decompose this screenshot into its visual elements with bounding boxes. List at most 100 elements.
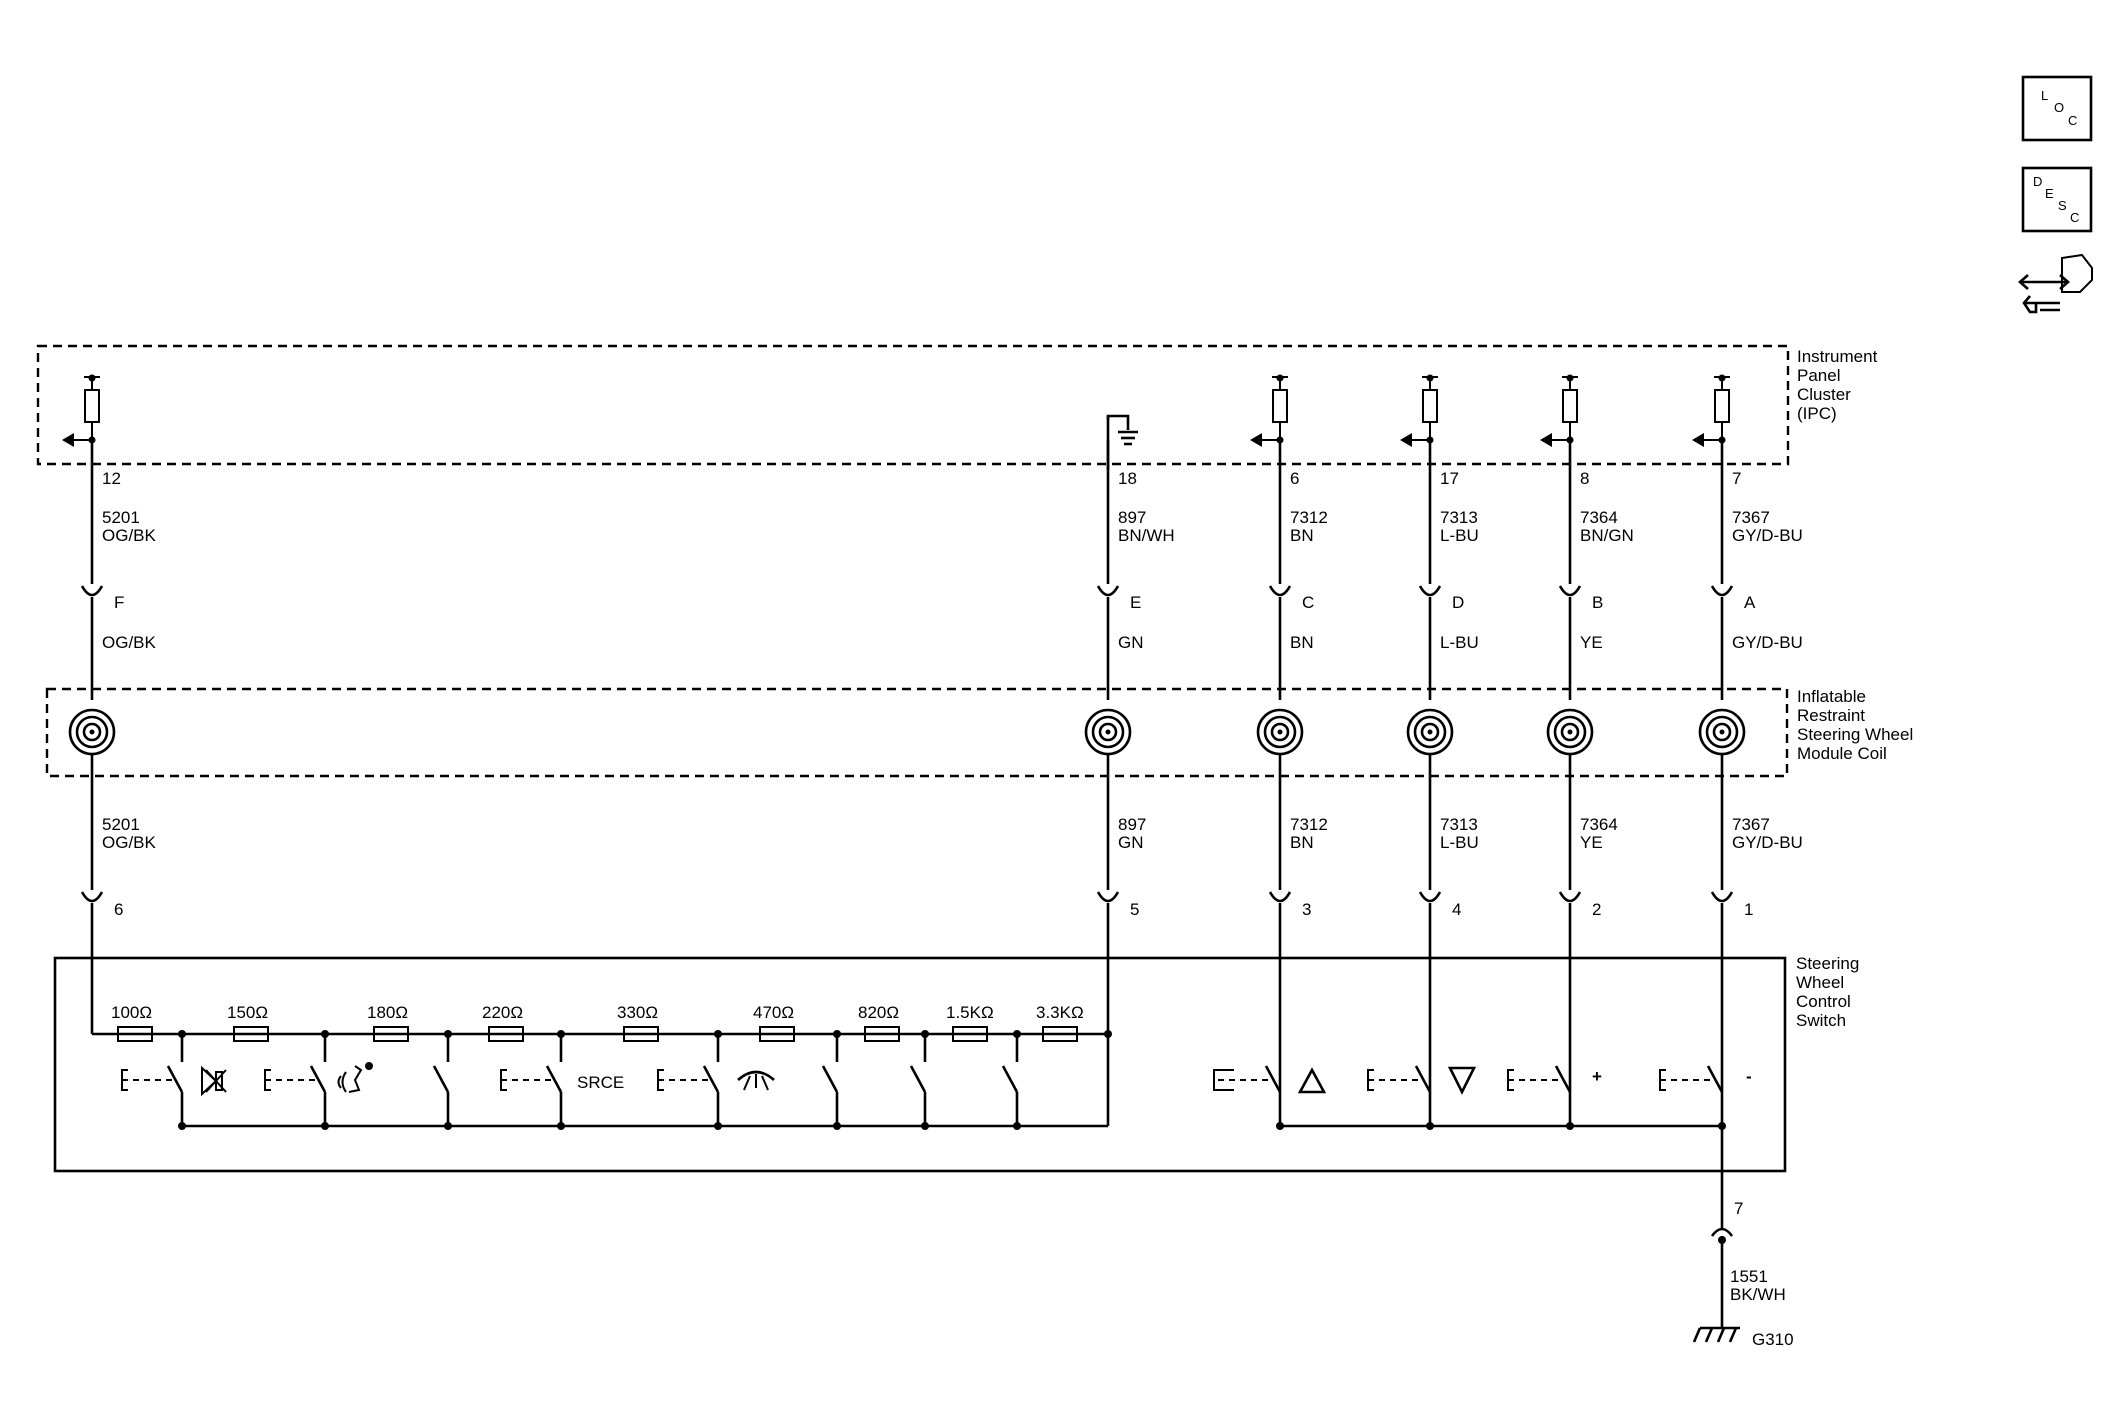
lower-circuit-number: 897 bbox=[1118, 815, 1146, 834]
ipc-label: Instrument Panel Cluster (IPC) bbox=[1797, 347, 1882, 423]
mute-icon bbox=[201, 1065, 227, 1097]
actuator-bracket bbox=[1213, 1069, 1234, 1091]
lower-circuit-color: L-BU bbox=[1440, 833, 1479, 852]
cruise-switch-3: + bbox=[1507, 1065, 1602, 1130]
junction-node bbox=[921, 1122, 929, 1130]
upper-circuit-number: 7367 bbox=[1732, 508, 1770, 527]
resistor-value: 820Ω bbox=[858, 1003, 899, 1022]
plus-label: + bbox=[1592, 1067, 1602, 1086]
upper-circuit-number: 897 bbox=[1118, 508, 1146, 527]
lower-circuit-number: 7313 bbox=[1440, 815, 1478, 834]
connector-color-label: YE bbox=[1580, 633, 1603, 652]
ipc-boundary bbox=[36, 344, 1790, 466]
switch-label: Steering Wheel Control Switch bbox=[1796, 954, 1864, 1030]
switch-pin-label: 3 bbox=[1302, 900, 1311, 919]
inline-connector-icon bbox=[80, 891, 104, 903]
arrow-left-icon bbox=[62, 433, 74, 447]
connector-pin-label: C bbox=[1302, 593, 1314, 612]
inline-connector-icon bbox=[1558, 891, 1582, 903]
inline-connector-icon bbox=[1268, 585, 1292, 597]
ipc-pin-label: 6 bbox=[1290, 469, 1299, 488]
resistor-value: 100Ω bbox=[111, 1003, 152, 1022]
connector-pin-label: F bbox=[114, 593, 124, 612]
inline-connector-icon bbox=[1418, 891, 1442, 903]
resistor-5 bbox=[623, 1026, 659, 1042]
source-label: SRCE bbox=[577, 1073, 624, 1092]
lower-circuit-color: OG/BK bbox=[102, 833, 157, 852]
junction-node bbox=[833, 1122, 841, 1130]
switch-contact bbox=[309, 1065, 327, 1093]
switch-contact bbox=[1001, 1065, 1019, 1093]
ladder-switch-1 bbox=[121, 1034, 227, 1130]
resistor-1 bbox=[117, 1026, 153, 1042]
switch-contact bbox=[1706, 1065, 1724, 1093]
connector-color-label: GY/D-BU bbox=[1732, 633, 1803, 652]
ipc-pin-label: 17 bbox=[1440, 469, 1459, 488]
switch-contact bbox=[432, 1065, 450, 1093]
connector-color-label: BN bbox=[1290, 633, 1314, 652]
pullup-resistor-icon bbox=[1272, 389, 1288, 423]
ipc-pin-label: 7 bbox=[1732, 469, 1741, 488]
lower-circuit-color: GN bbox=[1118, 833, 1144, 852]
clockspring-coil-icon bbox=[1546, 708, 1594, 756]
ladder-switch-8 bbox=[1001, 1034, 1021, 1130]
svg-text:C: C bbox=[2068, 113, 2077, 128]
upper-circuit-color: GY/D-BU bbox=[1732, 526, 1803, 545]
junction-node bbox=[178, 1122, 186, 1130]
cruise-switch-group: +- bbox=[1213, 1065, 1752, 1130]
svg-text:E: E bbox=[2045, 186, 2054, 201]
upper-circuit-number: 7364 bbox=[1580, 508, 1618, 527]
junction-node bbox=[714, 1122, 722, 1130]
resistor-6 bbox=[759, 1026, 795, 1042]
connector-end-view-icon[interactable] bbox=[2018, 253, 2093, 314]
resistor-4 bbox=[488, 1026, 524, 1042]
resistor-7 bbox=[864, 1026, 900, 1042]
location-button[interactable]: L O C bbox=[2021, 75, 2093, 142]
ladder-switch-6 bbox=[821, 1034, 841, 1130]
lower-circuit-number: 7367 bbox=[1732, 815, 1770, 834]
switch-pin-label: 1 bbox=[1744, 900, 1753, 919]
resistor-8 bbox=[952, 1026, 988, 1042]
inline-connector-icon bbox=[1096, 585, 1120, 597]
resistor-value: 150Ω bbox=[227, 1003, 268, 1022]
resistor-9 bbox=[1042, 1026, 1078, 1042]
junction-node bbox=[321, 1122, 329, 1130]
description-button[interactable]: D E S C bbox=[2021, 166, 2093, 233]
switch-pin-label: 2 bbox=[1592, 900, 1601, 919]
ladder-switch-5 bbox=[657, 1034, 775, 1130]
connector-color-label: OG/BK bbox=[102, 633, 157, 652]
svg-text:L: L bbox=[2041, 88, 2048, 103]
ground-label: G310 bbox=[1752, 1330, 1794, 1349]
switch-contact bbox=[702, 1065, 720, 1093]
clockspring-coil-icon bbox=[1084, 708, 1132, 756]
cruise-switch-4: - bbox=[1659, 1065, 1752, 1093]
junction-node bbox=[1276, 1122, 1284, 1130]
inline-connector-icon bbox=[1558, 585, 1582, 597]
pullup-resistor-icon bbox=[1562, 389, 1578, 423]
connector-color-label: GN bbox=[1118, 633, 1144, 652]
resistor-value: 470Ω bbox=[753, 1003, 794, 1022]
upper-circuit-color: L-BU bbox=[1440, 526, 1479, 545]
switch-pin-label: 4 bbox=[1452, 900, 1461, 919]
phone-icon bbox=[737, 1070, 775, 1091]
connector-pin-label: E bbox=[1130, 593, 1141, 612]
resistor-value: 220Ω bbox=[482, 1003, 523, 1022]
connector-color-label: L-BU bbox=[1440, 633, 1479, 652]
switch-contact bbox=[1264, 1065, 1282, 1093]
lower-circuit-color: BN bbox=[1290, 833, 1314, 852]
upper-circuit-number: 5201 bbox=[102, 508, 140, 527]
junction-node bbox=[1013, 1122, 1021, 1130]
svg-text:C: C bbox=[2070, 210, 2079, 225]
ipc-ground-lead bbox=[1106, 414, 1130, 430]
upper-circuit-color: BN bbox=[1290, 526, 1314, 545]
switch-boundary bbox=[53, 956, 1787, 1173]
triangle-down-icon bbox=[1447, 1066, 1477, 1095]
svg-text:S: S bbox=[2058, 198, 2067, 213]
junction-node bbox=[444, 1122, 452, 1130]
clockspring-coil-icon bbox=[1256, 708, 1304, 756]
junction-node bbox=[1104, 1030, 1112, 1038]
